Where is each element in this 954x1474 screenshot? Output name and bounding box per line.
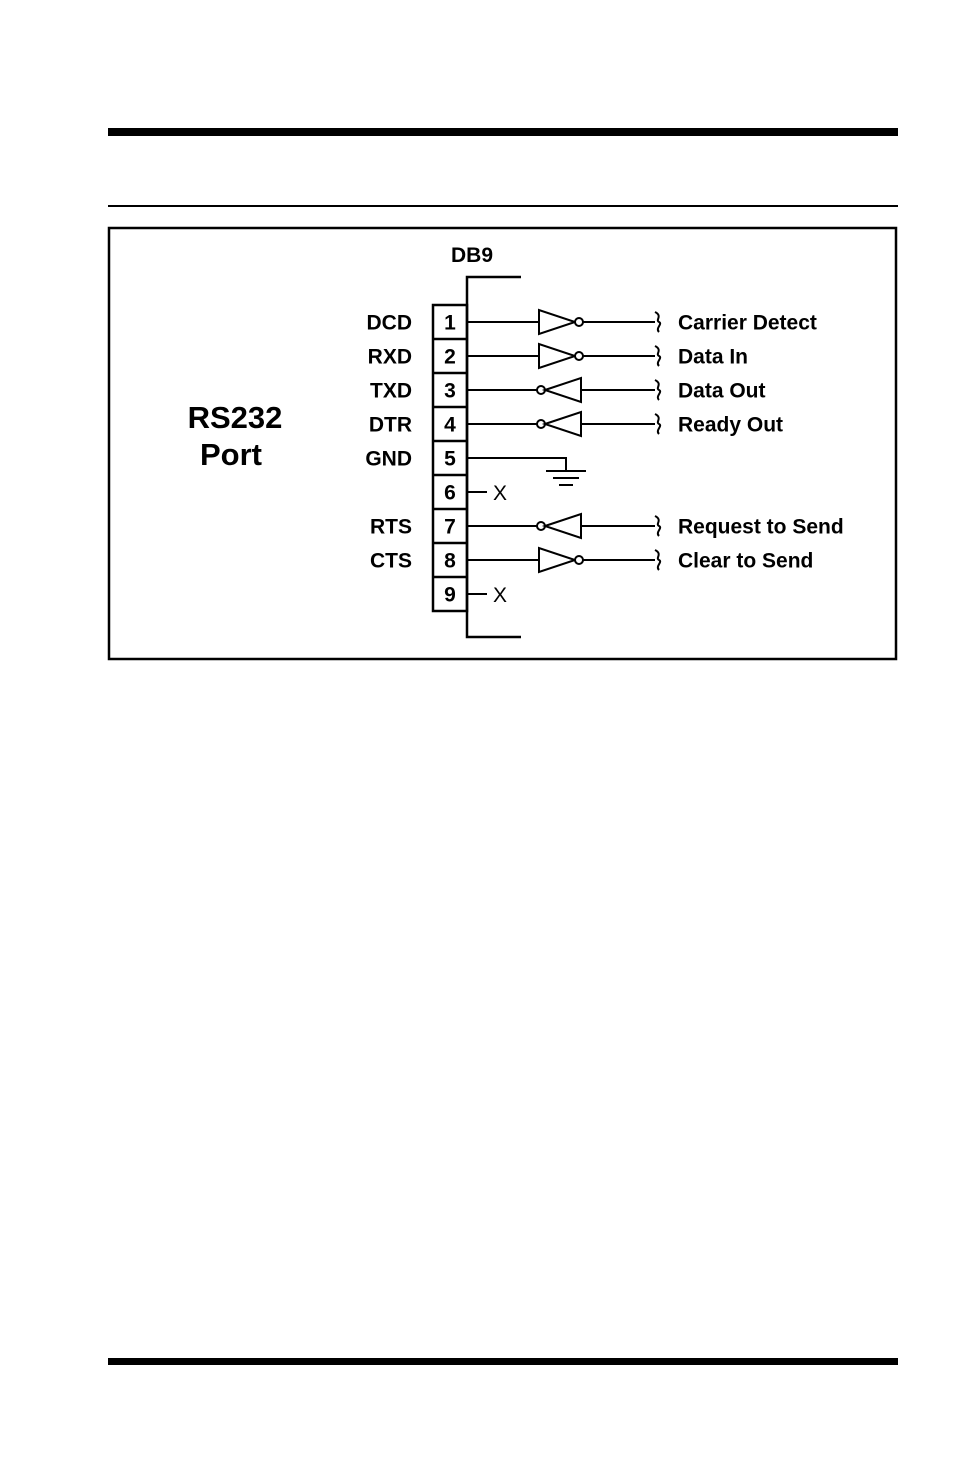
receiver-buffer-icon xyxy=(539,310,575,334)
pin-number: 2 xyxy=(444,346,456,369)
pin-number: 6 xyxy=(444,482,456,505)
pin-row-2: 2 RXD Data In xyxy=(368,339,748,369)
port-title-line1: RS232 xyxy=(188,400,283,435)
pin-signal-label: GND xyxy=(365,448,412,471)
pin-number: 3 xyxy=(444,380,456,403)
inversion-bubble xyxy=(575,352,583,360)
continuation-break-icon xyxy=(655,414,660,434)
inversion-bubble xyxy=(575,318,583,326)
receiver-buffer-icon xyxy=(539,344,575,368)
continuation-break-icon xyxy=(655,516,660,536)
driver-buffer-icon xyxy=(545,412,581,436)
pin-signal-label: DCD xyxy=(367,312,413,335)
continuation-break-icon xyxy=(655,346,660,366)
pin-number: 4 xyxy=(444,414,456,437)
pin-number: 7 xyxy=(444,516,456,539)
connector-label: DB9 xyxy=(451,244,493,267)
pin-description: Carrier Detect xyxy=(678,312,817,335)
pin-number: 8 xyxy=(444,550,456,573)
pin-row-7: 7 RTS Request to Send xyxy=(370,509,844,539)
continuation-break-icon xyxy=(655,550,660,570)
pin-signal-label: DTR xyxy=(369,414,412,437)
pin-description: Clear to Send xyxy=(678,550,813,573)
port-title-line2: Port xyxy=(200,437,262,472)
footer-rule xyxy=(108,1358,898,1365)
pin-description: Request to Send xyxy=(678,516,844,539)
pin-rows: 1 DCD Carrier Detect 2 RXD Data In 3 TXD Data Ou… xyxy=(365,310,843,607)
pin-row-5: 5 GND xyxy=(365,441,586,485)
pin-signal-label: CTS xyxy=(370,550,412,573)
inversion-bubble xyxy=(575,556,583,564)
pin-number: 9 xyxy=(444,584,456,607)
pin-number: 1 xyxy=(444,312,456,335)
pin-description: Ready Out xyxy=(678,414,783,437)
pin-description: Data In xyxy=(678,346,748,369)
pin-description: Data Out xyxy=(678,380,766,403)
pin-number: 5 xyxy=(444,448,456,471)
continuation-break-icon xyxy=(655,380,660,400)
pin-signal-label: RTS xyxy=(370,516,412,539)
pin-row-8: 8 CTS Clear to Send xyxy=(370,543,813,573)
pin-signal-label: RXD xyxy=(368,346,412,369)
driver-buffer-icon xyxy=(545,378,581,402)
no-connect-mark: X xyxy=(493,584,507,607)
pin-row-4: 4 DTR Ready Out xyxy=(369,407,783,437)
pin-signal-label: TXD xyxy=(370,380,412,403)
receiver-buffer-icon xyxy=(539,548,575,572)
ground-wire xyxy=(467,458,566,471)
pin-row-3: 3 TXD Data Out xyxy=(370,373,766,403)
no-connect-mark: X xyxy=(493,482,507,505)
continuation-break-icon xyxy=(655,312,660,332)
driver-buffer-icon xyxy=(545,514,581,538)
